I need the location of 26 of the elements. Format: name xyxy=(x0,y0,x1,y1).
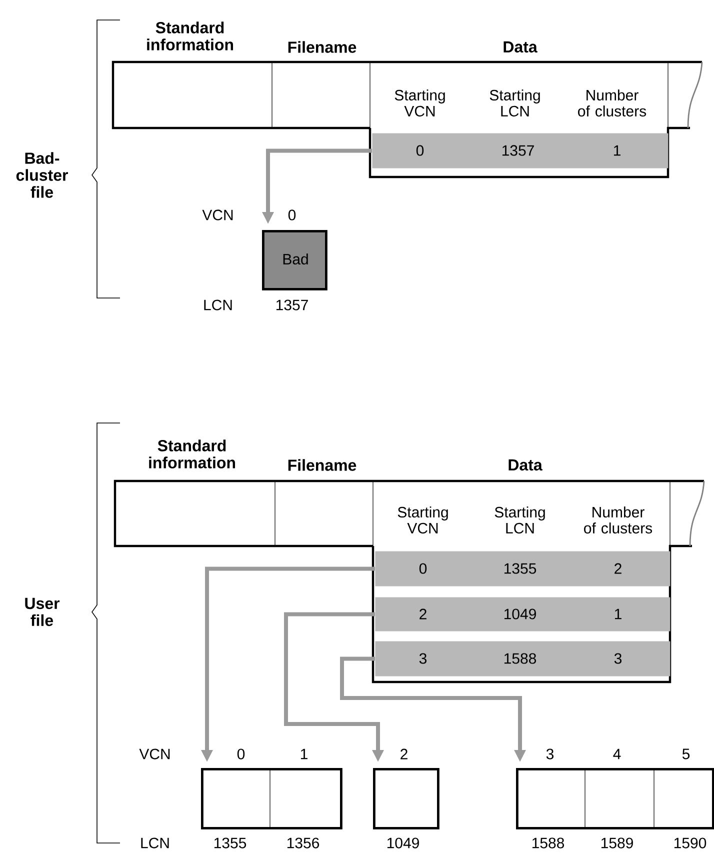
field-heading: Starting VCN xyxy=(394,90,445,116)
axis-label: LCN xyxy=(141,838,169,848)
column-heading: Standard information xyxy=(149,440,236,468)
column-heading: Filename xyxy=(288,41,356,53)
file-label: Bad-cluster file xyxy=(16,152,68,198)
field-heading: Number of clusters xyxy=(584,506,652,534)
axis-label: LCN xyxy=(204,300,232,310)
column-heading: Data xyxy=(504,41,538,53)
file-label: User file xyxy=(25,598,60,626)
column-heading: Data xyxy=(508,459,542,471)
extent-row: 2 1049 1 xyxy=(375,597,670,632)
extent-row: 3 1588 3 xyxy=(375,641,670,676)
column-heading: Filename xyxy=(288,459,356,471)
field-heading: Starting VCN xyxy=(398,506,448,534)
field-heading: Starting LCN xyxy=(490,90,540,116)
extent-row: 0 1355 2 xyxy=(375,551,670,586)
axis-label: VCN xyxy=(202,210,233,220)
field-heading: Number of clusters xyxy=(578,90,646,116)
cluster-box xyxy=(373,768,440,830)
extent-row: 0 1357 1 xyxy=(372,133,668,168)
bad-cluster-box: Bad xyxy=(262,230,328,290)
cluster-box xyxy=(201,768,342,830)
cluster-box xyxy=(516,768,714,830)
column-heading: Standard information xyxy=(147,22,234,50)
field-heading: Starting LCN xyxy=(494,506,545,534)
axis-label: VCN xyxy=(139,748,170,760)
